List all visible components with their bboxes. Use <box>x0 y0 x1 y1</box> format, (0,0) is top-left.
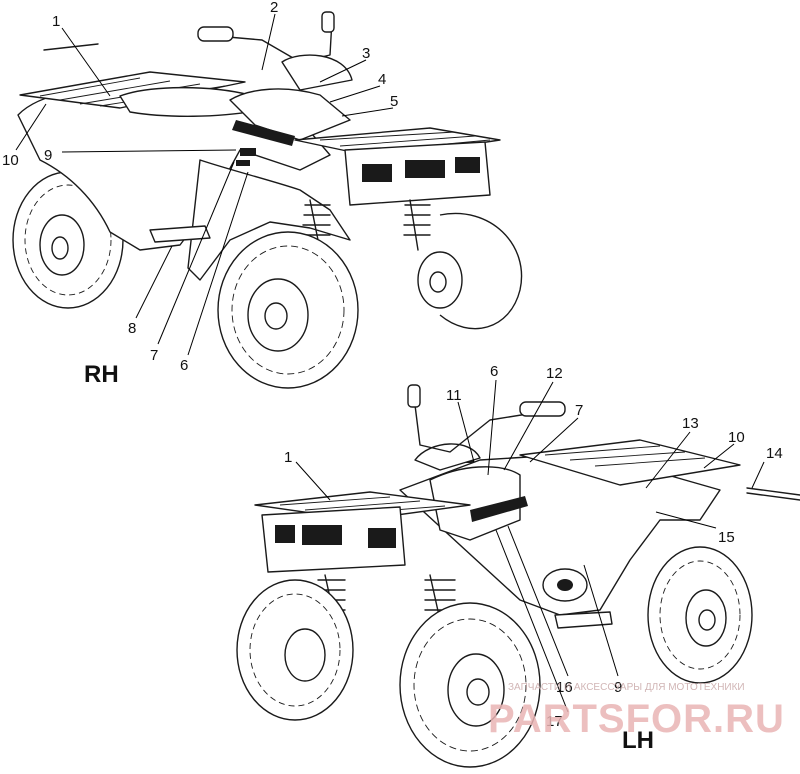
callout-1: 1 <box>284 449 292 466</box>
callout-14: 14 <box>766 445 783 462</box>
callout-3: 3 <box>362 45 370 62</box>
callout-5: 5 <box>390 93 398 110</box>
lh-body <box>254 384 741 629</box>
callout-9: 9 <box>614 679 622 696</box>
callouts-rh: 1 2 3 4 5 6 7 8 9 10 <box>2 0 398 374</box>
lh-rear-wheel <box>647 546 753 684</box>
callout-8: 8 <box>128 320 136 337</box>
callout-10: 10 <box>2 152 19 169</box>
callout-4: 4 <box>378 71 386 88</box>
callout-1: 1 <box>52 13 60 30</box>
watermark: ЗАПЧАСТИ И АКСЕССУАРЫ ДЛЯ МОТОТЕХНИКИ PA… <box>488 682 785 741</box>
watermark-tagline: ЗАПЧАСТИ И АКСЕССУАРЫ ДЛЯ МОТОТЕХНИКИ <box>508 682 745 693</box>
callout-11: 11 <box>446 387 462 404</box>
view-label-rh: RH <box>84 361 119 388</box>
watermark-logo: PARTSFOR.RU <box>488 697 785 741</box>
decal-strip-rh <box>43 43 99 51</box>
callout-7: 7 <box>150 347 158 364</box>
callout-2: 2 <box>270 0 278 16</box>
callout-16: 16 <box>556 679 573 696</box>
decal-strip-lh <box>746 487 800 501</box>
atv-right-hand-view <box>12 11 523 389</box>
atv-left-hand-view <box>236 384 753 768</box>
lh-front-wheel-far <box>236 579 354 721</box>
callout-10: 10 <box>728 429 745 446</box>
callout-9: 9 <box>44 147 52 164</box>
callout-6: 6 <box>180 357 188 374</box>
callout-12: 12 <box>546 365 563 382</box>
callout-6: 6 <box>490 363 498 380</box>
view-label-lh: LH <box>622 727 654 754</box>
leader-lines <box>15 13 765 713</box>
rh-front-wheel-far <box>417 212 523 330</box>
callouts-lh: 1 6 7 9 10 11 12 13 14 15 16 17 <box>284 363 783 730</box>
rh-body <box>17 11 501 281</box>
callout-17: 17 <box>546 713 563 730</box>
rh-front-wheel-near <box>217 231 359 389</box>
callout-13: 13 <box>682 415 699 432</box>
lh-front-wheel-near <box>399 602 541 768</box>
callout-7: 7 <box>575 402 583 419</box>
callout-15: 15 <box>718 529 735 546</box>
